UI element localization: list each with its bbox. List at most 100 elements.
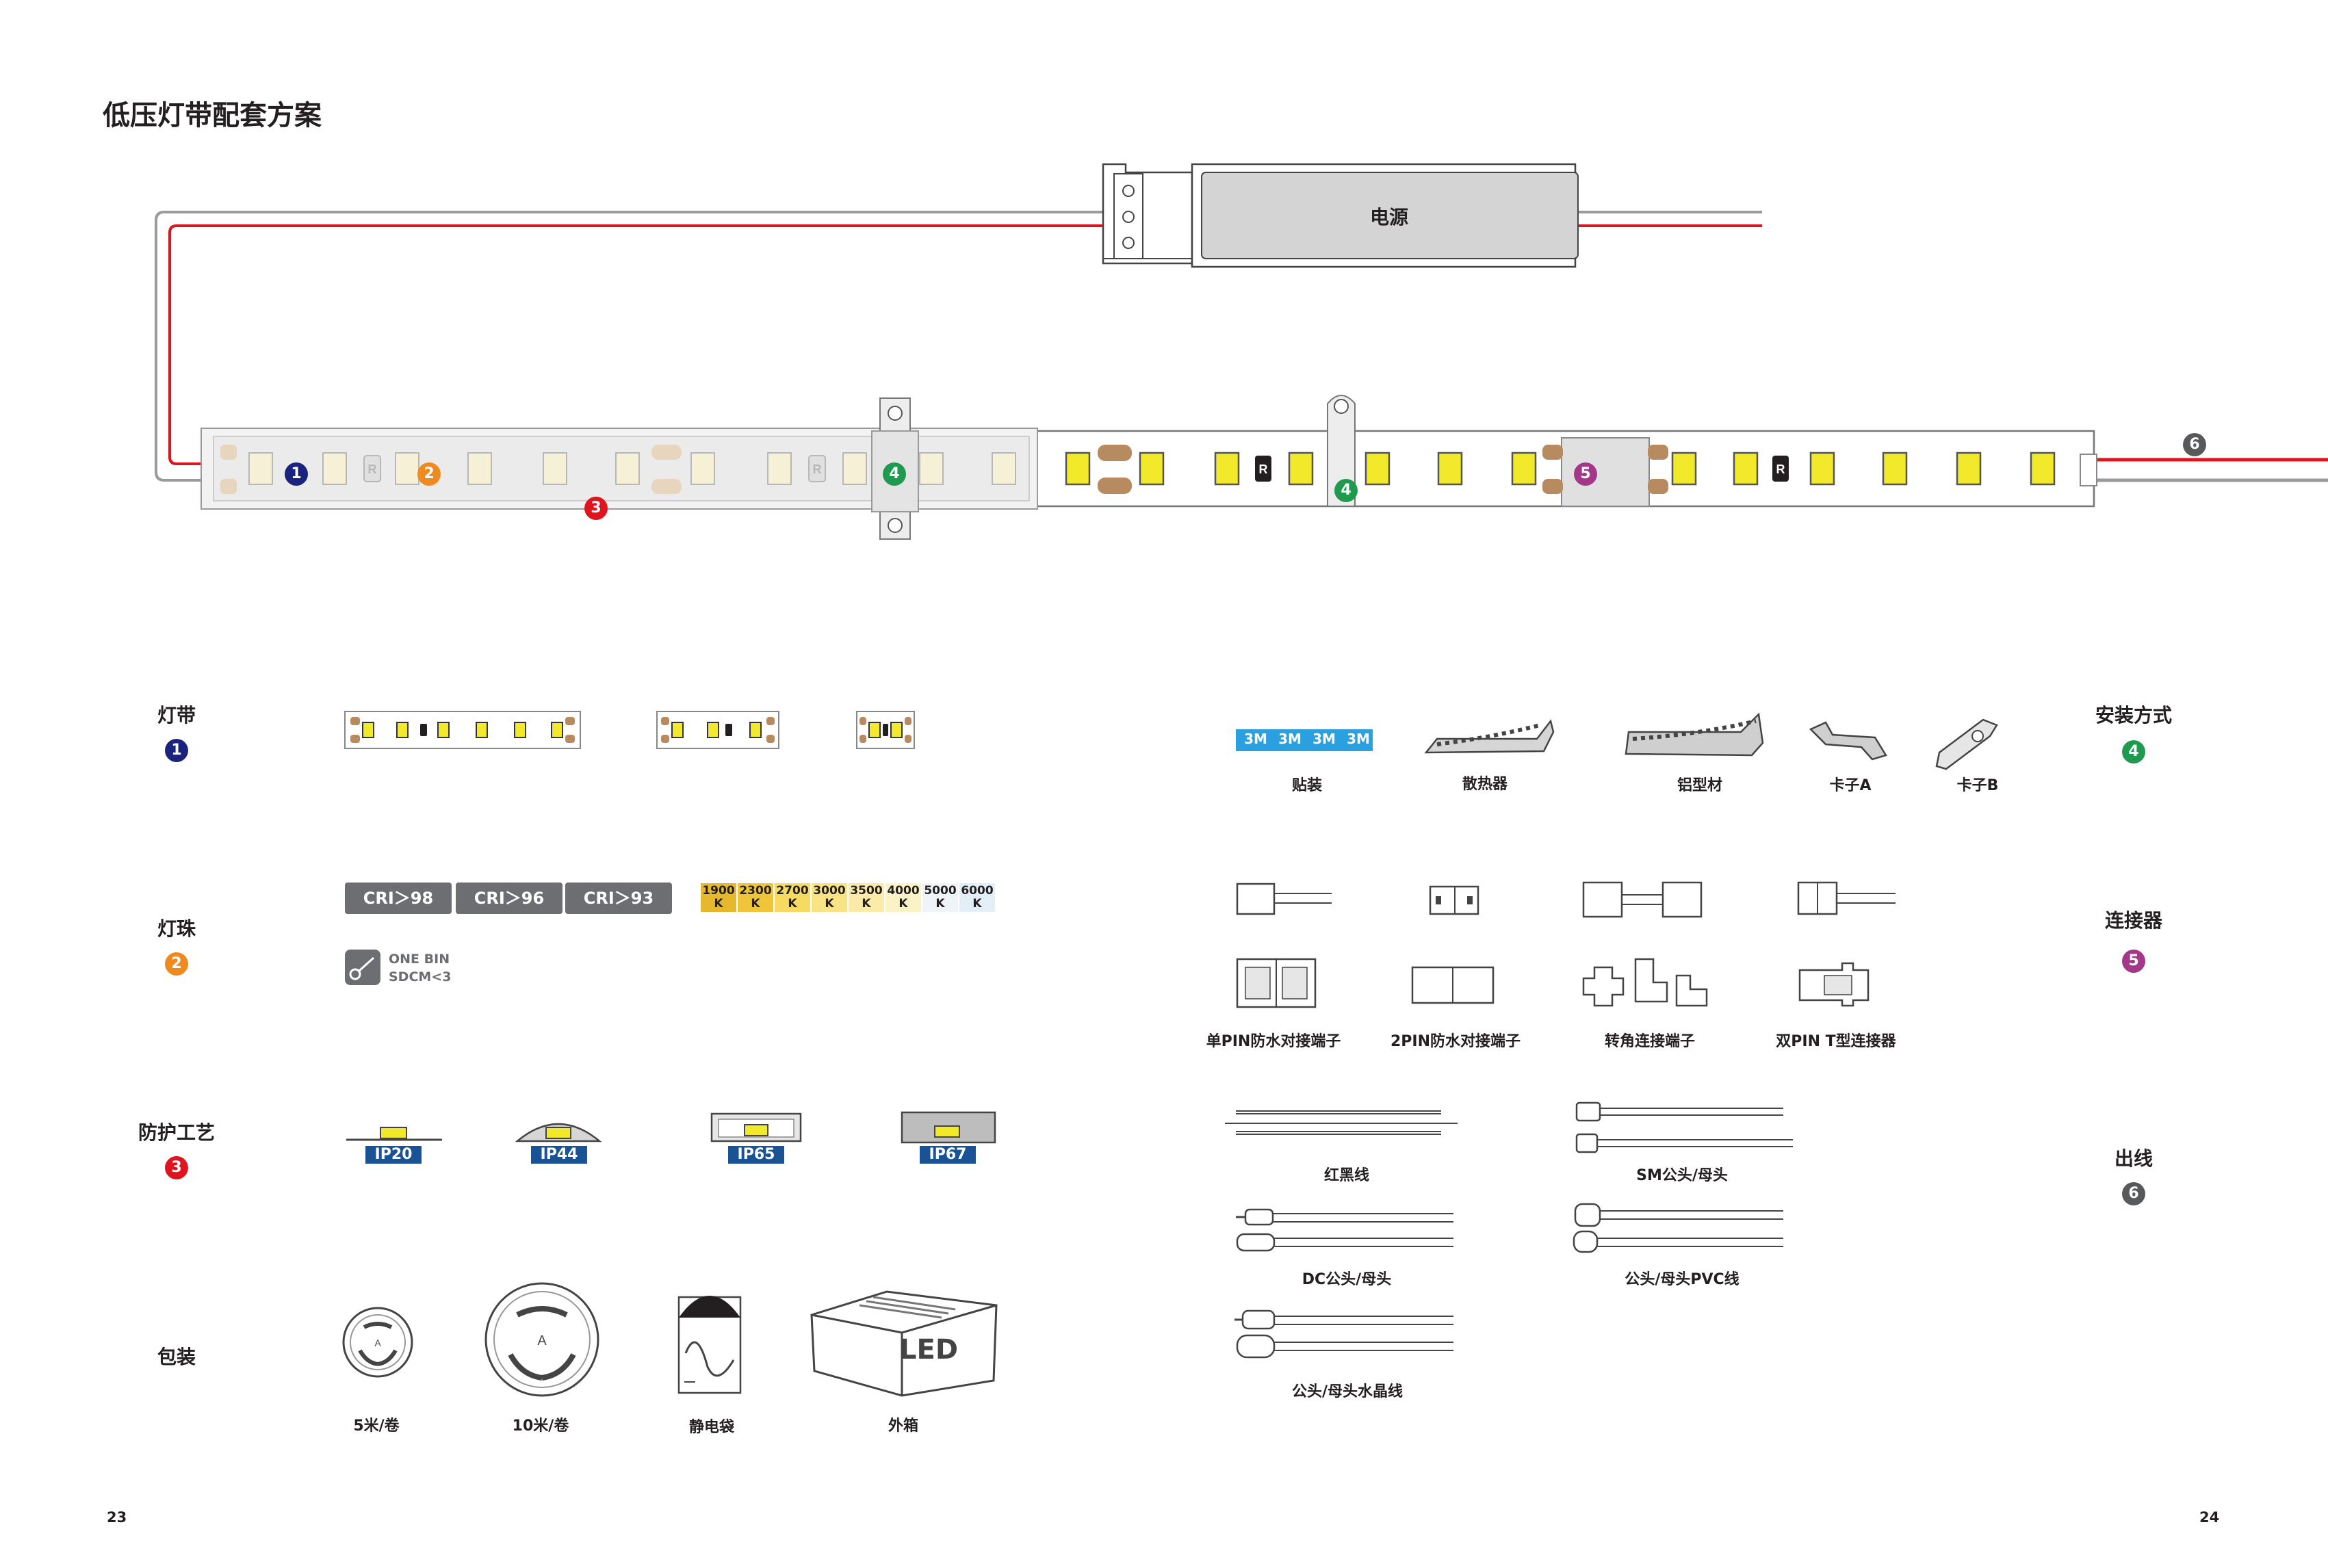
protection-badge: 3 xyxy=(165,1156,188,1179)
resistor xyxy=(363,455,826,482)
t-connector-icon xyxy=(1797,881,1896,915)
connector-t-caption: 双PIN T型连接器 xyxy=(1776,1033,1896,1050)
3m-label: 3M xyxy=(1278,731,1302,747)
reel-5m-icon: A xyxy=(342,1307,413,1378)
ip44-profile xyxy=(515,1123,602,1142)
resistor xyxy=(1255,456,1789,482)
mounting-clip-b-caption: 卡子B xyxy=(1956,777,1999,794)
double-pin-t-connector-icon xyxy=(1798,962,1870,1007)
aluminum-profile-icon xyxy=(1625,712,1764,757)
one-bin-line2: SDCM<3 xyxy=(389,969,452,984)
corner-connector-icon xyxy=(1582,881,1703,918)
callout-4a: 4 xyxy=(883,462,906,486)
pvc-male-female-icon xyxy=(1573,1203,1783,1253)
connector-badge: 5 xyxy=(2122,950,2145,973)
callout-6: 6 xyxy=(2183,433,2206,456)
svg-text:R: R xyxy=(813,462,822,476)
3m-label: 3M xyxy=(1347,731,1370,747)
connector-2pin-caption: 2PIN防水对接端子 xyxy=(1390,1033,1521,1050)
crystal-male-female-icon xyxy=(1234,1309,1453,1359)
svg-text:R: R xyxy=(1259,462,1268,476)
ip67-label: IP67 xyxy=(920,1146,976,1164)
clip-a-icon xyxy=(1809,721,1887,761)
callout-3: 3 xyxy=(584,497,608,520)
solder-pad xyxy=(1098,445,1132,494)
strip-section-label: 灯带 xyxy=(157,704,196,727)
mounting-tape-caption: 贴装 xyxy=(1291,777,1322,794)
connector-single-pin-caption: 单PIN防水对接端子 xyxy=(1206,1033,1341,1050)
output-wire-illustrations xyxy=(1225,1101,1793,1359)
power-supply xyxy=(1102,163,1579,268)
dc-male-female-icon xyxy=(1236,1208,1453,1252)
packaging-bag-caption: 静电袋 xyxy=(688,1419,734,1436)
sm-male-female-icon xyxy=(1575,1101,1793,1153)
ip20-label: IP20 xyxy=(365,1146,422,1164)
strip-badge: 1 xyxy=(165,739,188,762)
mounting-illustrations xyxy=(1236,712,1998,770)
left-page-number: 23 xyxy=(107,1509,127,1526)
connector-illustrations xyxy=(1236,881,1896,1008)
ip44-label: IP44 xyxy=(531,1146,587,1164)
strip-sample-long xyxy=(344,711,581,749)
svg-text:A: A xyxy=(374,1337,381,1348)
red-wire-left xyxy=(168,224,1122,465)
solder-pad xyxy=(1542,445,1563,494)
page-title: 低压灯带配套方案 xyxy=(103,100,322,131)
output-section-label: 出线 xyxy=(2114,1147,2153,1170)
connector-section-label: 连接器 xyxy=(2104,909,2162,932)
3m-tape-icon xyxy=(1236,729,1373,751)
antistatic-bag-icon xyxy=(677,1296,742,1394)
protection-section-label: 防护工艺 xyxy=(138,1121,215,1144)
output-dc-caption: DC公头/母头 xyxy=(1302,1271,1392,1288)
2pin-connector-icon xyxy=(1429,885,1479,915)
led-chip xyxy=(1065,452,2056,486)
right-page-number: 24 xyxy=(2199,1509,2220,1526)
output-crystal-caption: 公头/母头水晶线 xyxy=(1291,1383,1404,1400)
callout-4b: 4 xyxy=(1334,479,1358,502)
corner-terminal-icons xyxy=(1582,958,1708,1007)
callout-5: 5 xyxy=(1574,462,1597,486)
cri-chip-96: CRI＞96 xyxy=(456,883,562,914)
ip-profiles xyxy=(346,1111,996,1144)
strip-samples xyxy=(344,711,915,749)
packaging-10m-caption: 10米/卷 xyxy=(512,1417,569,1435)
svg-text:A: A xyxy=(537,1333,547,1348)
waterproof-single-pin-icon xyxy=(1236,958,1317,1008)
mounting-badge: 4 xyxy=(2122,740,2145,763)
mounting-clip-a-caption: 卡子A xyxy=(1829,777,1872,794)
connector-corner-caption: 转角连接端子 xyxy=(1604,1033,1695,1050)
ip65-profile xyxy=(710,1112,802,1142)
one-bin-icon xyxy=(345,950,380,985)
clip-b-icon xyxy=(1935,718,1998,770)
callout-1: 1 xyxy=(285,462,308,486)
solder-pad xyxy=(651,445,682,494)
cri-chip-93: CRI＞93 xyxy=(565,883,672,914)
svg-text:R: R xyxy=(368,462,377,476)
mounting-section-label: 安装方式 xyxy=(2095,704,2172,727)
3m-label: 3M xyxy=(1244,731,1267,747)
output-sm-caption: SM公头/母头 xyxy=(1636,1167,1728,1184)
ip20-profile xyxy=(346,1127,442,1141)
heatsink-icon xyxy=(1424,719,1555,754)
svg-text:R: R xyxy=(1776,462,1785,476)
solder-pad xyxy=(220,445,237,494)
outer-box-icon xyxy=(810,1290,998,1397)
packaging-5m-caption: 5米/卷 xyxy=(353,1417,400,1435)
mounting-profile-caption: 铝型材 xyxy=(1677,777,1722,794)
single-pin-connector-icon xyxy=(1236,883,1332,915)
grey-wire-left xyxy=(155,211,1122,482)
3m-label: 3M xyxy=(1312,731,1336,747)
packaging-section-label: 包装 xyxy=(157,1346,196,1368)
strip-sample-medium xyxy=(656,711,779,749)
output-pvc-caption: 公头/母头PVC线 xyxy=(1625,1271,1739,1288)
